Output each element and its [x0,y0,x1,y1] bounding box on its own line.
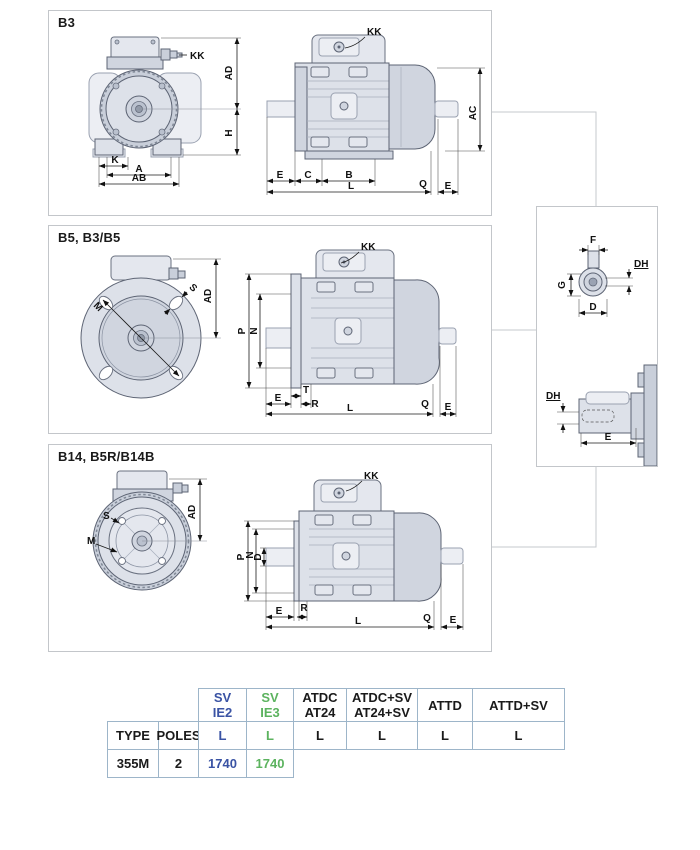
b14-label-ad: AD [187,505,198,519]
b5-label-e-shaft: E [445,402,452,413]
header-line2: AT24 [304,705,336,720]
b5-side-view: KK P N E T [237,242,457,417]
b3-label-l: L [348,181,354,192]
b5-label-kk: KK [361,242,376,253]
b5-label-l: L [347,403,353,414]
b3-label-ad: AD [224,66,235,80]
header-line1: SV [261,690,279,705]
b5-label-e-front: E [275,393,282,404]
header-line2: IE3 [260,705,280,720]
b3-label-k: K [111,155,119,166]
b3-label-kk-side: KK [367,27,382,38]
b14-drawing: S M AD [87,470,464,630]
b5-label-p: P [237,327,248,334]
b14-label-p: P [236,553,247,560]
b3-label-c: C [304,170,311,181]
b3-label-e-shaft: E [445,181,452,192]
b3-front-view: KK AD H K A AB [88,36,241,187]
b14-label-d: D [253,553,264,560]
b14-label-l: L [355,616,361,627]
b5-label-t: T [303,385,309,396]
b5-label-s: S [187,282,200,295]
header-line2: AT24+SV [354,705,410,720]
b14-side-view: KK P N D [236,471,464,630]
header-line1: ATDC [302,690,338,705]
header-line1: SV [213,690,232,705]
b14-front-view: S M AD [87,470,207,591]
shaft-label-dh-side: DH [546,391,560,402]
b3-label-kk-front: KK [190,51,205,62]
header-line1: ATTD+SV [489,697,548,713]
table-header-attd-sv: ATTD+SV [472,688,565,722]
b5-label-n: N [249,327,260,334]
panel-b3: B3 [48,10,492,216]
panel-b5: B5, B3/B5 M [48,225,492,434]
panel-b14-title: B14, B5R/B14B [58,449,155,464]
b5-label-r: R [311,399,319,410]
b3-drawing: KK AD H K A AB [88,27,485,195]
shaft-label-e: E [605,432,612,443]
panel-b5-title: B5, B3/B5 [58,230,121,245]
b14-label-s: S [103,511,110,522]
table-dim-l-attd-sv: L [472,721,565,750]
b14-label-m: M [87,536,95,547]
table-dim-l-atdc: L [293,721,347,750]
b3-label-ab: AB [132,173,146,184]
b3-label-b: B [345,170,352,181]
b5-label-ad: AD [203,289,214,303]
panel-shaft-detail: F DH G D [536,206,658,467]
shaft-label-g: G [557,281,568,289]
b3-label-h: H [224,129,235,136]
b14-label-r: R [300,603,308,614]
shaft-side-view: DH E [546,364,657,466]
b3-side-view: KK AC E C B L Q [266,27,485,195]
shaft-label-d: D [589,302,596,313]
b5-label-q: Q [421,399,429,410]
header-line2: IE2 [212,705,233,720]
table-dim-l-ie2: L [198,721,247,750]
b3-label-q: Q [419,179,427,190]
table-value-l-ie3: 1740 [246,749,294,778]
shaft-end-view: F DH G D [557,235,648,317]
header-line1: ATTD [428,697,462,713]
b14-label-q: Q [423,613,431,624]
table-value-l-ie2: 1740 [198,749,247,778]
table-header-type: TYPE [107,721,159,750]
b14-label-e-shaft: E [450,615,457,626]
header-line1: ATDC+SV [351,690,413,705]
b5-front-view: M S AD [80,255,221,399]
b14-label-n: N [245,551,256,558]
shaft-label-dh-end: DH [634,259,648,270]
panel-b3-title: B3 [58,15,76,30]
table-dim-l-atdc-sv: L [346,721,418,750]
shaft-detail-drawing: F DH G D [546,235,657,466]
b3-label-ac: AC [468,106,479,120]
table-header-poles: POLES [156,721,201,750]
b3-label-a: A [135,164,142,175]
shaft-label-f: F [590,235,596,246]
panel-b14: B14, B5R/B14B [48,444,492,652]
b5-drawing: M S AD [80,242,457,417]
table-header-attd: ATTD [417,688,473,722]
table-dim-l-attd: L [417,721,473,750]
table-value-type: 355M [107,749,159,778]
b14-label-kk: KK [364,471,379,482]
b3-label-e-front: E [277,170,284,181]
b14-label-e-front: E [276,606,283,617]
table-value-poles: 2 [158,749,199,778]
table-dim-l-ie3: L [246,721,294,750]
